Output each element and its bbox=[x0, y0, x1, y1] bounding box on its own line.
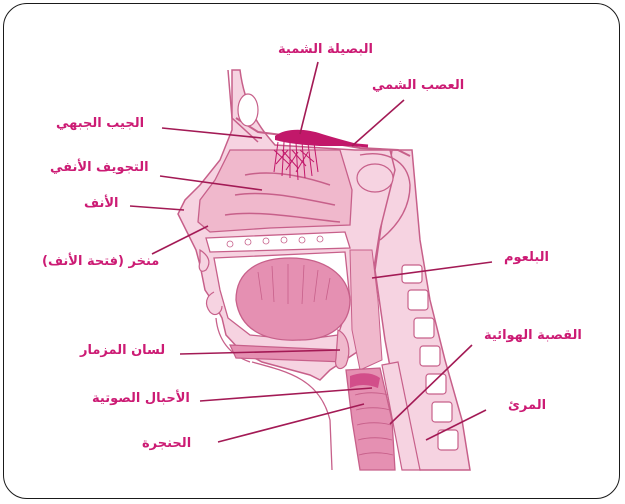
label-frontal-sinus: الجيب الجبهي bbox=[56, 116, 144, 131]
label-trachea: القصبة الهوائية bbox=[484, 328, 582, 343]
sphenoid-sinus bbox=[357, 164, 393, 192]
label-nostril: منخر (فتحة الأنف) bbox=[42, 254, 159, 269]
label-olfactory-nerve: العصب الشمي bbox=[372, 78, 464, 93]
label-nose: الأنف bbox=[84, 196, 119, 211]
label-larynx: الحنجرة bbox=[142, 436, 191, 451]
leader-larynx bbox=[218, 404, 364, 442]
label-esophagus: المرئ bbox=[508, 398, 546, 413]
leader-olfactory-bulb bbox=[300, 62, 318, 134]
leader-olfactory-nerve bbox=[352, 100, 404, 146]
leader-nose bbox=[130, 206, 184, 210]
label-vocal-cords: الأحبال الصوتية bbox=[92, 391, 190, 406]
tongue bbox=[236, 258, 350, 340]
frontal-sinus-shape bbox=[238, 94, 258, 126]
label-pharynx: البلعوم bbox=[504, 250, 549, 265]
leader-vocal-cords bbox=[200, 388, 372, 401]
label-epiglottis: لسان المزمار bbox=[80, 343, 165, 358]
label-nasal-cavity: التجويف الأنفي bbox=[50, 160, 149, 175]
label-olfactory-bulb: البصيلة الشمية bbox=[278, 42, 373, 57]
